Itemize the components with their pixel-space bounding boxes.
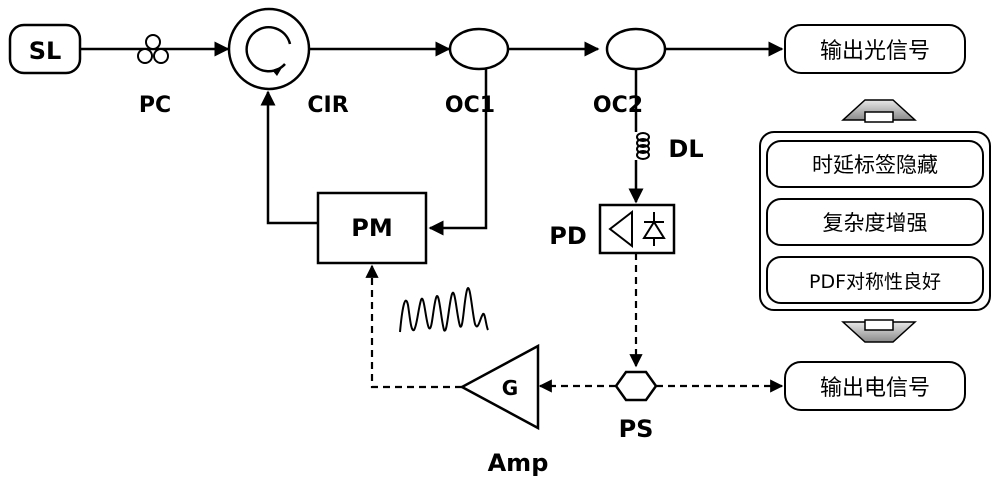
sl-block: SL <box>8 23 82 75</box>
oc2-label: OC2 <box>593 93 643 118</box>
down-arrow-icon <box>841 319 917 343</box>
delay-line-icon <box>636 132 650 160</box>
feature-label: 时延标签隐藏 <box>812 153 938 177</box>
pd-label: PD <box>549 222 587 250</box>
pm-label: PM <box>351 214 392 242</box>
amp-gain-label: G <box>502 376 518 400</box>
cir-label: CIR <box>307 93 348 118</box>
up-arrow-icon <box>841 99 917 123</box>
feature-label: 复杂度增强 <box>823 211 928 235</box>
amp-to-pm-line <box>365 264 462 389</box>
amplifier-icon: G <box>459 343 540 431</box>
oc1-coupler-icon <box>448 27 510 71</box>
amp-label: Amp <box>488 449 549 477</box>
feature-item <box>766 198 984 246</box>
electrical-output-label: 输出电信号 <box>820 376 930 401</box>
pc-label: PC <box>139 93 171 118</box>
circulator-icon <box>227 7 311 91</box>
feature-item <box>766 256 984 304</box>
pm-block: PM <box>316 191 428 265</box>
oc1-label: OC1 <box>445 93 495 118</box>
features-panel: 时延标签隐藏 复杂度增强 PDF对称性良好 <box>759 131 991 311</box>
pm-to-cir-line <box>260 90 318 225</box>
dl-label: DL <box>668 135 703 163</box>
oc2-coupler-icon <box>605 27 667 71</box>
electrical-output-box: 输出电信号 <box>784 361 966 411</box>
optical-output-box: 输出光信号 <box>784 24 966 74</box>
feature-item <box>766 140 984 188</box>
chaotic-waveform-icon <box>399 287 489 333</box>
ps-label: PS <box>619 415 654 443</box>
feature-label: PDF对称性良好 <box>809 271 941 293</box>
oc1-to-pm-line <box>428 69 488 236</box>
optical-output-label: 输出光信号 <box>820 39 930 64</box>
sl-label: SL <box>29 37 62 65</box>
pc-icon <box>137 34 169 64</box>
power-splitter-icon <box>614 370 658 402</box>
photodetector-icon <box>598 203 676 255</box>
